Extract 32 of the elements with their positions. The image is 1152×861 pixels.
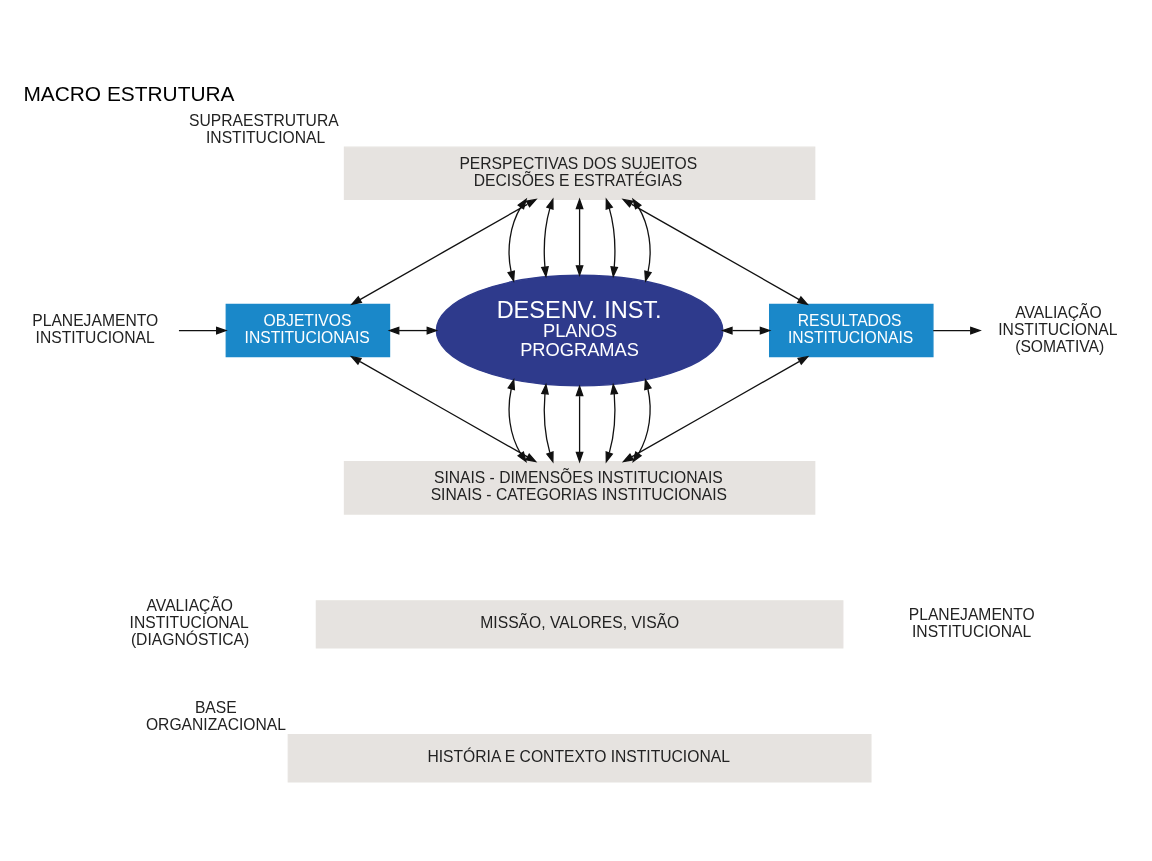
node-box: OBJETIVOS INSTITUCIONAIS [225,303,391,358]
arrow [632,378,653,464]
arrow [575,384,584,464]
label: AVALIAÇÃO INSTITUCIONAL (DIAGNÓSTICA) [129,597,250,649]
arrow [575,197,584,277]
arrow [932,326,982,335]
node-box: RESULTADOS INSTITUCIONAIS [769,303,934,358]
node-label: BASE ORGANIZACIONAL [145,699,286,734]
node-text: AVALIAÇÃO INSTITUCIONAL (SOMATIVA) [998,303,1118,355]
arrow [387,326,439,335]
arrow [540,197,554,279]
arrow [605,382,619,464]
node-box: SINAIS - DIMENSÕES INSTITUCIONAIS SINAIS - CATEGORIAS INSTITUCIONAIS [343,461,816,515]
node-box: HISTÓRIA E CONTEXTO INSTITUCIONAL [287,734,872,783]
arrow [540,382,554,464]
arrow [350,198,538,306]
arrow [507,378,528,464]
arrow [631,197,653,283]
arrow [507,197,528,283]
diagram-title: MACRO ESTRUTURA [23,82,235,106]
arrow [178,326,228,335]
node-text: PLANEJAMENTO INSTITUCIONAL [32,312,159,347]
node-label: SUPRAESTRUTURA INSTITUCIONAL [189,111,339,146]
arrow [621,355,810,463]
arrow [621,198,809,306]
arrow [605,197,619,279]
node-box: PERSPECTIVAS DOS SUJEITOS DECISÕES E ESTRATÉGIAS [343,146,816,201]
node-ellipse: DESENV. INST. PLANOS PROGRAMAS [435,274,724,387]
node-box: MISSÃO, VALORES, VISÃO [315,600,844,649]
label: PLANEJAMENTO INSTITUCIONAL [908,605,1035,640]
arrow [349,355,538,463]
arrow [720,326,772,335]
